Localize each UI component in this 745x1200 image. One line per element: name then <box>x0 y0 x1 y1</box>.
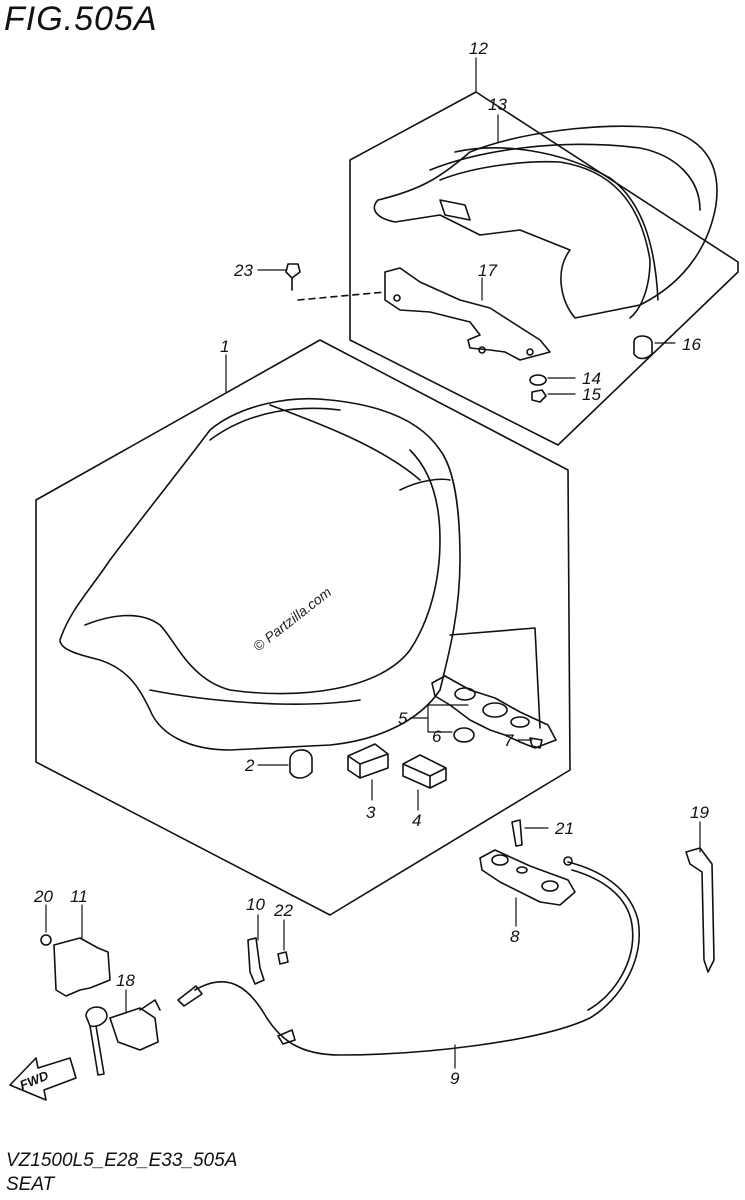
hinge-bracket-5 <box>431 675 557 749</box>
main-seat <box>59 397 461 751</box>
callout-11: 11 <box>70 887 88 906</box>
callout-23: 23 <box>233 261 253 280</box>
seat-lock-18 <box>85 999 161 1076</box>
bushing-6 <box>453 727 475 743</box>
callout-19: 19 <box>690 803 709 822</box>
callout-17: 17 <box>478 261 497 280</box>
pad-4 <box>402 754 447 789</box>
cable-end <box>563 856 573 866</box>
seat-leader-line <box>449 627 541 729</box>
callout-16: 16 <box>682 335 701 354</box>
callout-15: 15 <box>582 385 601 404</box>
lock-bracket-8 <box>479 849 576 906</box>
callout-13: 13 <box>488 95 507 114</box>
watermark: © Partzilla.com <box>250 583 334 654</box>
hexagon-main-seat-group <box>35 339 571 916</box>
cable-tie-19 <box>685 847 715 973</box>
callout-1: 1 <box>220 337 229 356</box>
lock-cable-9-inner <box>571 869 634 1011</box>
callout-6: 6 <box>432 727 442 746</box>
cable-fitting <box>177 985 203 1007</box>
passenger-seat <box>373 125 718 319</box>
bolt-20 <box>40 934 52 946</box>
figure-name: SEAT <box>6 1174 55 1195</box>
leader-lines <box>45 57 701 1069</box>
cushion-16 <box>633 335 653 360</box>
figure-title: FIG.505A <box>4 0 158 38</box>
callout-14: 14 <box>582 369 601 388</box>
hexagon-passenger-seat-group <box>349 91 739 446</box>
washer-14 <box>529 374 547 386</box>
figure-code: VZ1500L5_E28_E33_505A <box>6 1150 238 1171</box>
callout-5: 5 <box>398 709 408 728</box>
nut-15 <box>531 389 547 403</box>
bolt-23 <box>285 263 386 301</box>
callout-7: 7 <box>504 731 514 750</box>
callout-20: 20 <box>33 887 53 906</box>
callout-3: 3 <box>366 803 376 822</box>
cushion-2 <box>289 749 313 779</box>
bolt-22 <box>277 951 289 965</box>
callout-8: 8 <box>510 927 520 946</box>
callout-22: 22 <box>273 901 293 920</box>
cable-fitting-b <box>277 1029 296 1045</box>
callout-9: 9 <box>450 1069 460 1088</box>
seat-bracket-17 <box>384 267 551 361</box>
callout-21: 21 <box>554 819 574 838</box>
clamp-10 <box>247 937 265 985</box>
screw-7 <box>529 737 543 749</box>
callout-4: 4 <box>412 811 421 830</box>
callout-10: 10 <box>246 895 265 914</box>
callout-12: 12 <box>469 39 488 58</box>
callout-18: 18 <box>116 971 135 990</box>
lock-cable-9 <box>194 861 640 1056</box>
pad-3 <box>347 743 389 779</box>
fwd-arrow <box>9 1057 77 1101</box>
callout-2: 2 <box>244 756 255 775</box>
screw-21 <box>511 819 523 847</box>
lock-bracket-11 <box>53 937 111 997</box>
